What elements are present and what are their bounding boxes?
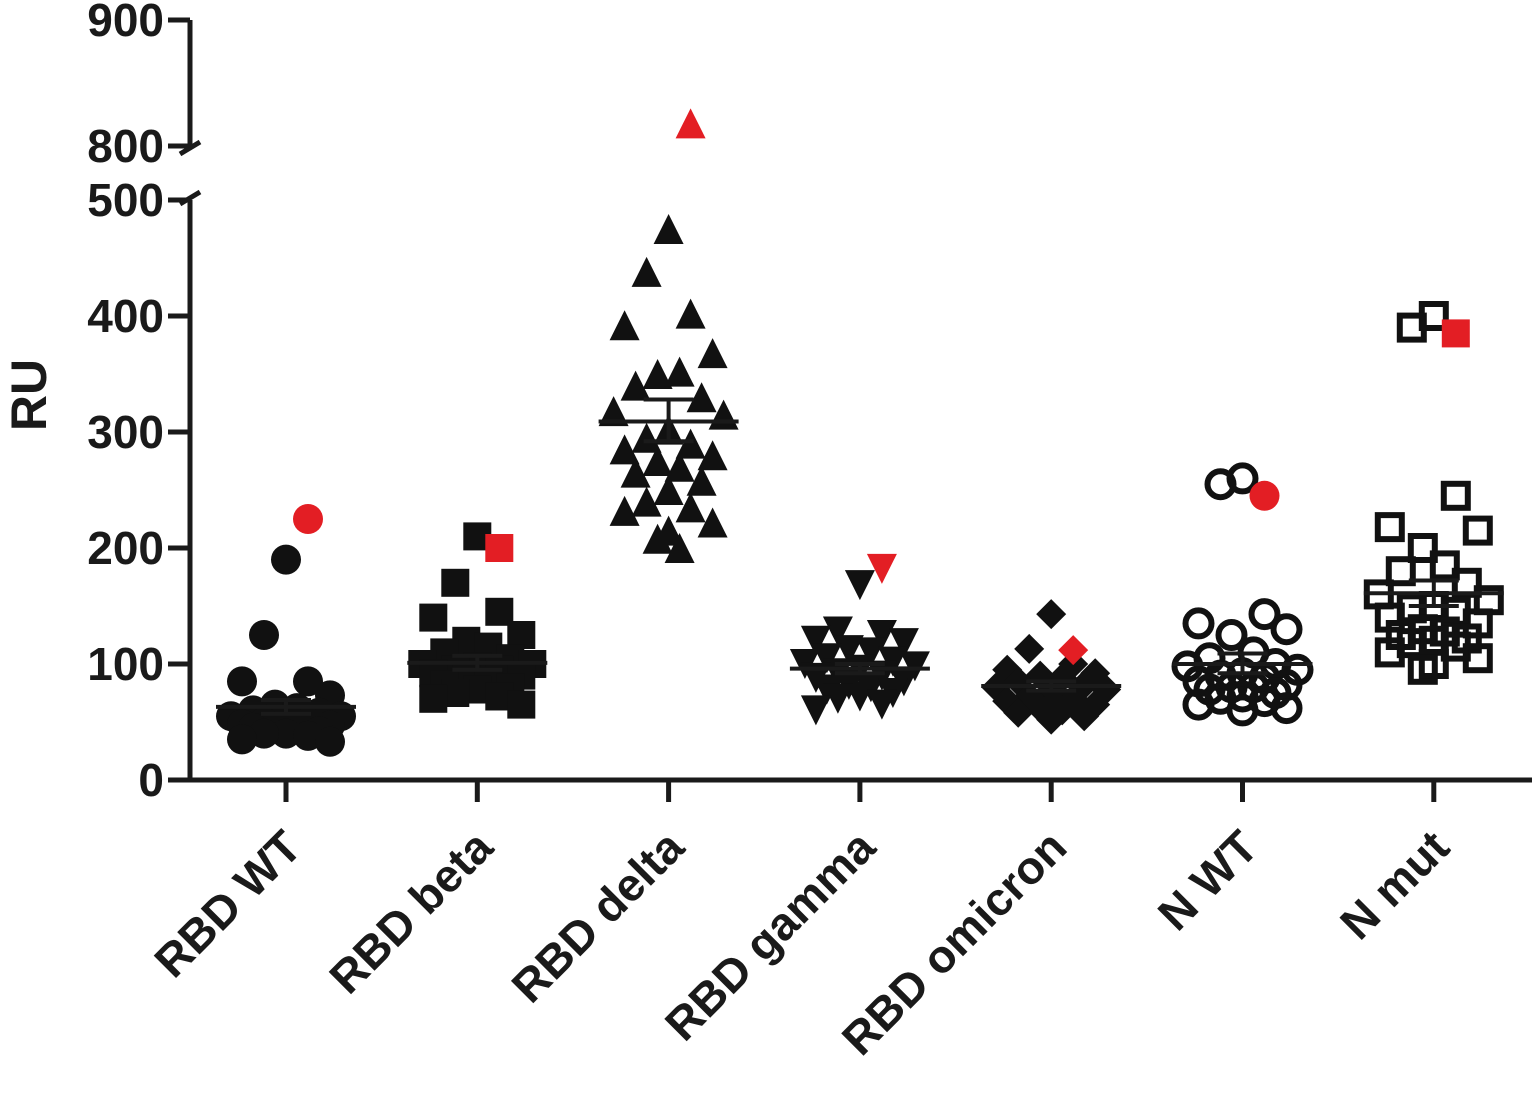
data-point	[1270, 613, 1303, 646]
data-point	[1036, 704, 1067, 735]
highlight-point	[293, 504, 323, 534]
data-point	[1270, 692, 1303, 725]
data-point	[653, 475, 684, 505]
data-point	[631, 486, 662, 517]
highlight-point	[485, 534, 514, 562]
data-point	[642, 359, 673, 389]
data-point	[844, 681, 875, 712]
data-point	[811, 643, 842, 674]
data-point	[227, 666, 257, 697]
highlight-point	[1249, 480, 1280, 511]
data-point	[664, 451, 695, 482]
data-point	[855, 637, 886, 668]
y-tick-label: 500	[87, 174, 164, 226]
data-point	[609, 434, 640, 465]
data-point	[1374, 512, 1405, 543]
data-point	[822, 683, 853, 714]
data-point	[675, 492, 706, 523]
y-tick-label: 300	[87, 406, 164, 458]
data-point	[697, 507, 728, 538]
data-point	[609, 495, 640, 526]
data-point	[419, 684, 448, 713]
y-tick-label: 900	[87, 0, 164, 46]
data-point	[227, 724, 257, 755]
data-point	[271, 544, 301, 575]
data-point	[609, 310, 640, 341]
highlight-point	[866, 553, 897, 584]
data-point	[631, 256, 662, 287]
data-point	[1396, 312, 1427, 343]
x-category-label: N mut	[1330, 820, 1459, 949]
data-point	[642, 446, 673, 476]
mean-sem-lines	[216, 397, 1504, 716]
data-point	[1429, 550, 1460, 581]
data-point	[1374, 637, 1405, 668]
data-point	[653, 214, 684, 244]
data-point	[866, 620, 897, 650]
data-point	[271, 718, 301, 749]
y-tick-label: 0	[138, 754, 164, 806]
data-point	[888, 628, 919, 659]
highlight-point	[1441, 319, 1470, 348]
data-point	[1385, 556, 1416, 587]
x-category-label: RBD WT	[144, 820, 311, 987]
data-point	[1069, 701, 1100, 732]
data-point	[1440, 480, 1471, 511]
data-point	[1248, 598, 1281, 631]
data-point	[441, 568, 470, 597]
data-point	[1407, 533, 1438, 563]
data-point	[675, 428, 706, 459]
y-tick-label: 200	[87, 522, 164, 574]
data-point	[800, 695, 831, 726]
data-points	[216, 108, 1504, 757]
data-point	[866, 689, 897, 720]
data-point	[249, 620, 279, 650]
data-point	[631, 422, 662, 453]
data-point	[697, 338, 728, 369]
x-category-label: N WT	[1148, 820, 1268, 940]
data-point	[844, 570, 875, 601]
data-point	[315, 726, 345, 757]
data-point	[1204, 468, 1237, 501]
data-point	[675, 298, 706, 329]
data-point	[293, 666, 323, 697]
data-point	[1407, 654, 1438, 685]
data-point	[697, 440, 728, 471]
data-point	[708, 399, 739, 430]
data-point	[833, 635, 864, 666]
data-point	[1036, 599, 1067, 630]
data-point	[1182, 688, 1215, 721]
data-point	[899, 651, 930, 682]
data-point	[1215, 619, 1248, 651]
data-point	[664, 356, 695, 387]
y-tick-label: 800	[87, 120, 164, 172]
data-point	[686, 382, 717, 413]
data-point	[1462, 515, 1493, 546]
data-point	[642, 523, 673, 554]
y-axis-label: RU	[1, 359, 57, 431]
data-point	[507, 690, 536, 719]
highlight-point	[1058, 635, 1089, 666]
y-tick-label: 100	[87, 638, 164, 690]
data-point	[1182, 607, 1215, 640]
data-point	[664, 533, 695, 563]
data-point	[822, 616, 853, 647]
x-category-label: RBD beta	[319, 820, 502, 1003]
data-point	[1014, 633, 1045, 664]
data-point	[598, 396, 629, 427]
data-point	[419, 603, 448, 632]
data-point	[800, 625, 831, 656]
data-point	[1226, 694, 1259, 727]
data-point	[686, 465, 717, 496]
data-point	[620, 370, 651, 401]
data-point	[620, 457, 651, 488]
y-tick-label: 400	[87, 290, 164, 342]
x-category-label: RBD delta	[501, 820, 693, 1012]
data-point	[1003, 697, 1034, 728]
highlight-point	[675, 108, 706, 139]
data-point	[1462, 643, 1493, 674]
